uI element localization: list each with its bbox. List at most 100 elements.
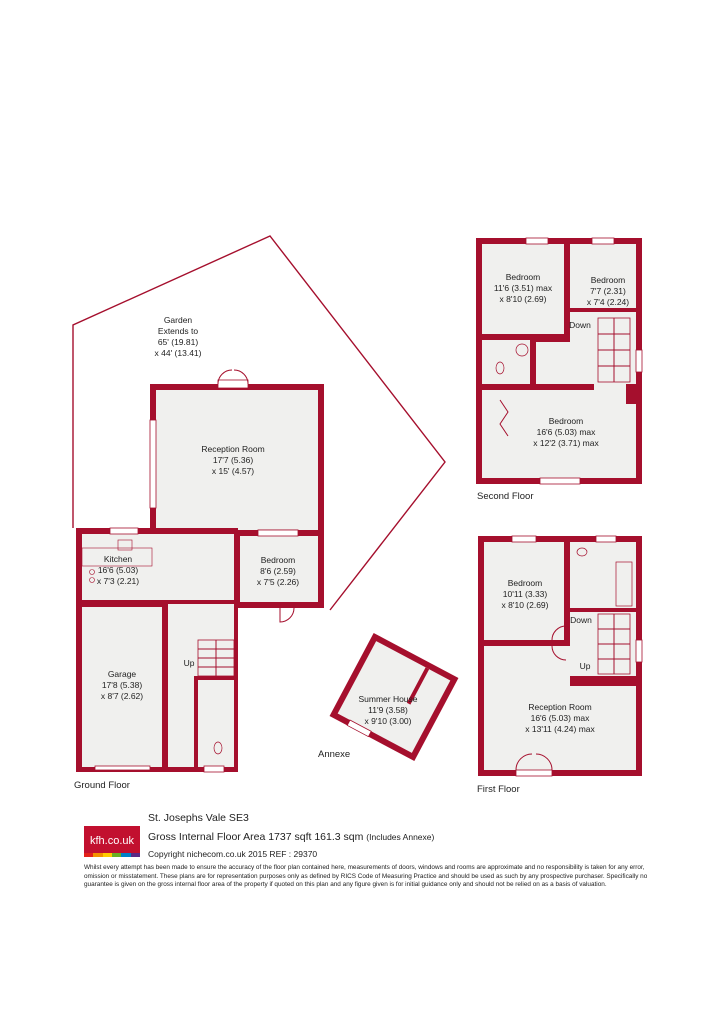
reception-name: Reception Room [201, 444, 264, 454]
second-wardrobe-doors [499, 399, 509, 437]
garage-door [94, 765, 151, 771]
wc-side-wall [194, 676, 198, 768]
logo-bar-segment [111, 853, 122, 857]
wc-window [203, 765, 225, 773]
kitchen-garage-wall [82, 600, 162, 606]
bedroom-name-top: Bedroom [261, 555, 296, 565]
first-wall-c [570, 608, 636, 612]
property-address: St. Josephs Vale SE3 [148, 812, 249, 824]
second-wall-a [564, 244, 570, 312]
french-door-swing [217, 369, 249, 385]
kitchen-counter [81, 547, 153, 567]
ground-stairs [197, 639, 235, 677]
ground-floor-label: Ground Floor [74, 780, 130, 791]
second-bedroom-right-name: Bedroom [591, 275, 626, 285]
second-stairs [597, 317, 631, 383]
second-wall-e [482, 384, 594, 390]
second-floor: Bedroom 11'6 (3.51) max x 8'10 (2.69) Be… [476, 237, 643, 485]
logo-bar-segment [121, 853, 131, 857]
first-stairs [597, 613, 631, 675]
first-french-door-swing [515, 753, 553, 771]
logo-bar-segment [84, 853, 94, 857]
second-bedroom-right-dim1: 7'7 (2.31) [590, 286, 626, 296]
kitchen-name: Kitchen [104, 554, 133, 564]
garage-floor [82, 607, 162, 767]
second-bedroom-right-dim2: x 7'4 (2.24) [587, 297, 629, 307]
second-basin [515, 343, 529, 357]
second-window-1 [525, 237, 549, 245]
second-wall-f [626, 384, 636, 404]
garden-line1: Extends to [158, 326, 198, 336]
first-reception-dim1: 16'6 (5.03) max [531, 713, 591, 723]
first-basin [576, 547, 588, 557]
summer-house-dim1: 11'9 (3.58) [368, 705, 408, 715]
disclaimer: Whilst every attempt has been made to en… [84, 864, 648, 889]
logo-color-bar [84, 853, 140, 857]
summer-house-window [346, 719, 372, 738]
logo-bar-segment [93, 853, 103, 857]
wc-wall [194, 676, 236, 680]
floor-area-text: Gross Internal Floor Area 1737 sqft 161.… [148, 831, 364, 843]
bedroom-extension-floor [240, 536, 318, 602]
copyright: Copyright nichecom.co.uk 2015 REF : 2937… [148, 849, 318, 859]
first-bedroom-dim2: x 8'10 (2.69) [502, 600, 549, 610]
reception-lower-floor [156, 534, 236, 604]
reception-french-door [217, 379, 249, 389]
first-reception-door-swing [551, 645, 567, 661]
first-down-label: Down [570, 615, 592, 625]
first-wall-d [570, 676, 636, 686]
annexe [329, 632, 459, 762]
hob-ring-1 [89, 569, 95, 575]
second-bedroom-right-floor [570, 244, 636, 310]
floor-area-note: (Includes Annexe) [366, 832, 435, 842]
first-bathtub [615, 561, 633, 607]
garden-name: Garden [164, 315, 193, 325]
kitchen-sink [117, 539, 133, 551]
first-bedroom-dim1: 10'11 (3.33) [503, 589, 548, 599]
garden-label: Garden Extends to 65' (19.81) x 44' (13.… [155, 315, 202, 358]
reception-side-window [149, 419, 157, 509]
wc-toilet [213, 741, 223, 755]
reception-dim2: x 15' (4.57) [212, 466, 254, 476]
garage-name: Garage [108, 669, 137, 679]
second-bath-floor [482, 336, 534, 386]
second-window-4 [635, 349, 643, 373]
second-toilet [495, 361, 505, 375]
second-bedroom-left-name: Bedroom [506, 272, 541, 282]
summer-house-dim2: x 9'10 (3.00) [365, 716, 412, 726]
annexe-label: Annexe [318, 749, 350, 760]
second-down-label: Down [569, 320, 591, 330]
first-up-label: Up [580, 661, 591, 671]
first-window-3 [635, 639, 643, 663]
first-french-door [515, 769, 553, 777]
first-bath-floor [570, 542, 636, 612]
hob-ring-2 [89, 577, 95, 583]
floor-area: Gross Internal Floor Area 1737 sqft 161.… [148, 831, 434, 843]
first-floor: Bedroom 10'11 (3.33) x 8'10 (2.69) Down … [478, 535, 643, 777]
hall-top-wall [168, 600, 238, 604]
second-bedroom-main-name: Bedroom [549, 416, 584, 426]
reception-dim1: 17'7 (5.36) [213, 455, 254, 465]
bedroom-dim2-top: x 7'5 (2.26) [257, 577, 299, 587]
first-window-1 [511, 535, 537, 543]
reception-room-floor [156, 390, 318, 537]
bedroom-door-swing [279, 607, 295, 623]
logo-text: kfh.co.uk [89, 835, 135, 847]
second-wall-b [570, 308, 636, 312]
second-wall-c [482, 334, 568, 340]
second-window-2 [591, 237, 615, 245]
garage-dim2: x 8'7 (2.62) [101, 691, 143, 701]
kitchen-dim1: 16'6 (5.03) [98, 565, 139, 575]
first-wall-b [484, 640, 570, 646]
summer-house-name: Summer House [358, 694, 417, 704]
first-bedroom-door-swing [551, 625, 567, 641]
first-floor-label: First Floor [477, 784, 520, 795]
logo-bar-segment [102, 853, 112, 857]
kfh-logo: kfh.co.uk [84, 826, 140, 856]
ground-up-label: Up [184, 658, 195, 668]
garden-line3: x 44' (13.41) [155, 348, 202, 358]
bedroom-dim1-top: 8'6 (2.59) [260, 566, 296, 576]
garage-wall [162, 600, 168, 770]
second-bedroom-main-dim2: x 12'2 (3.71) max [533, 438, 599, 448]
